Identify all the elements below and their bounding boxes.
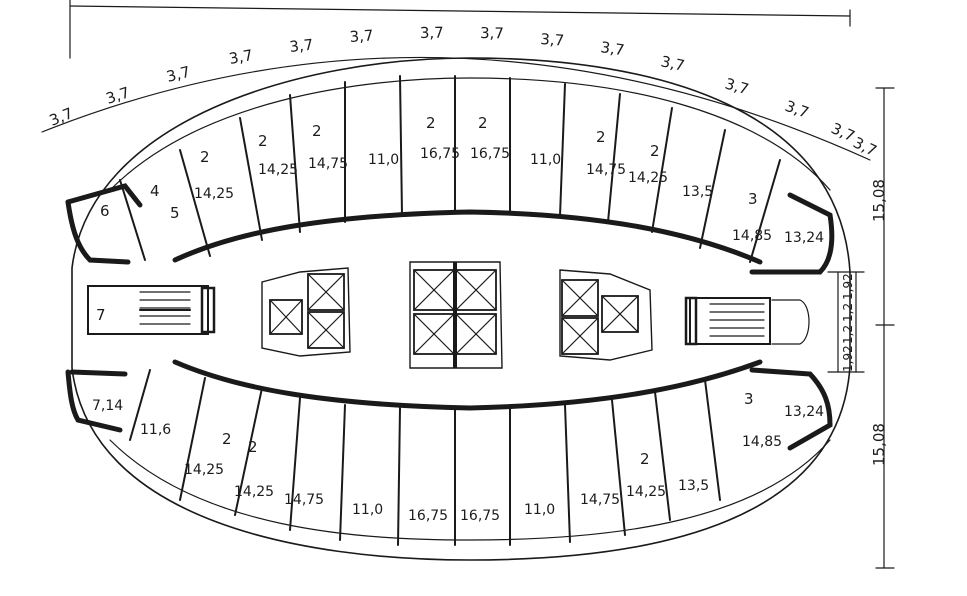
lower-depth-label: 15,08	[870, 423, 888, 466]
room-area-label: 14,25	[234, 484, 274, 500]
room-area-label: 14,75	[580, 492, 620, 508]
room-count-label: 2	[640, 450, 650, 468]
top-dimension-label: 3,7	[420, 24, 444, 42]
lower-facade-band	[109, 439, 831, 541]
room-count-label: 2	[312, 122, 322, 140]
elevator-core-right	[559, 269, 653, 361]
upper-right-corner-wall	[749, 192, 835, 275]
upper-depth-label: 15,08	[870, 179, 888, 222]
room-count-label: 3	[744, 390, 754, 408]
lower-room-labels: 7,14 11,6 2 14,25 2 14,25 14,75 11,0 16,75 16,75 1…	[92, 390, 824, 524]
room-count-label: 2	[478, 114, 488, 132]
room-area-label: 14,25	[258, 162, 298, 178]
room-count-label: 2	[248, 438, 258, 456]
upper-corridor-wall	[172, 209, 763, 265]
room-area-label: 14,75	[284, 492, 324, 508]
room-area-label: 7,14	[92, 398, 123, 414]
room-area-label: 16,75	[420, 146, 460, 162]
lower-right-corner-wall	[749, 367, 833, 451]
room-area-label: 14,25	[628, 170, 668, 186]
top-dimension-label: 3,7	[47, 104, 76, 130]
room-area-label: 16,75	[460, 508, 500, 524]
room-area-label: 11,0	[530, 152, 561, 168]
room-count-label: 2	[200, 148, 210, 166]
left-staircase	[87, 285, 216, 335]
upper-left-corner-wall	[65, 183, 143, 208]
top-dimension-label: 3,7	[599, 38, 625, 59]
room-area-label: 14,75	[308, 156, 348, 172]
top-dimension-label: 3,7	[828, 119, 857, 145]
room-count-label: 3	[748, 190, 758, 208]
right-dimension-frame	[827, 87, 895, 569]
room-area-label: 16,75	[470, 146, 510, 162]
top-dimension-label: 3,7	[850, 133, 879, 160]
room-count-label: 2	[426, 114, 436, 132]
lower-left-corner-wall	[65, 369, 128, 433]
upper-facade-band	[109, 77, 831, 191]
upper-partitions	[119, 75, 781, 263]
room-area-label: 14,25	[184, 462, 224, 478]
room-area-label: 11,0	[524, 502, 555, 518]
elevator-core-left	[261, 267, 351, 357]
room-area-label: 14,85	[742, 434, 782, 450]
room-area-label: 11,0	[368, 152, 399, 168]
room-count-label: 4	[150, 182, 160, 200]
room-count-label: 2	[650, 142, 660, 160]
room-count-label: 5	[170, 204, 180, 222]
lower-corridor-wall	[172, 359, 763, 411]
room-area-label: 14,75	[586, 162, 626, 178]
room-area-label: 13,5	[678, 478, 709, 494]
stair-dim-2: 1,2	[841, 303, 855, 322]
room-count-label: 6	[100, 202, 110, 220]
room-area-label: 14,25	[626, 484, 666, 500]
room-area-label: 13,24	[784, 404, 824, 420]
left-stair-label: 7	[96, 306, 106, 324]
room-area-label: 14,25	[194, 186, 234, 202]
building-outline	[71, 57, 851, 561]
room-area-label: 11,0	[352, 502, 383, 518]
stair-dim-4: 1,92	[841, 345, 855, 372]
top-dimension-label: 3,7	[104, 83, 132, 107]
room-area-label: 16,75	[408, 508, 448, 524]
top-dimension-label: 3,7	[349, 26, 374, 46]
top-dimension-label: 3,7	[659, 52, 686, 75]
stair-dim-1: 1,92	[841, 273, 855, 300]
top-dimension-label: 3,7	[783, 97, 812, 122]
elevator-core-center	[409, 261, 503, 369]
right-staircase	[684, 296, 810, 346]
lower-partitions	[129, 369, 721, 546]
stair-dim-3: 1,2	[841, 325, 855, 344]
room-count-label: 2	[258, 132, 268, 150]
upper-left-end-wall	[65, 199, 131, 265]
top-dimension-label: 3,7	[289, 36, 315, 56]
room-count-label: 2	[222, 430, 232, 448]
upper-room-labels: 6 45 2 14,25 2 14,25 2 14,75 11,0 2 16,75 2 16,75 11,…	[100, 114, 824, 246]
room-area-label: 11,6	[140, 422, 171, 438]
top-dimension-frame	[69, 0, 851, 59]
top-dimension-label: 3,7	[165, 63, 193, 86]
room-area-label: 13,5	[682, 184, 713, 200]
top-dimension-label: 3,7	[228, 46, 255, 68]
top-dimension-label: 3,7	[480, 24, 504, 42]
room-area-label: 13,24	[784, 230, 824, 246]
top-dimension-label: 3,7	[723, 75, 751, 99]
top-dimension-label: 3,7	[540, 30, 565, 50]
room-area-label: 14,85	[732, 228, 772, 244]
room-count-label: 2	[596, 128, 606, 146]
